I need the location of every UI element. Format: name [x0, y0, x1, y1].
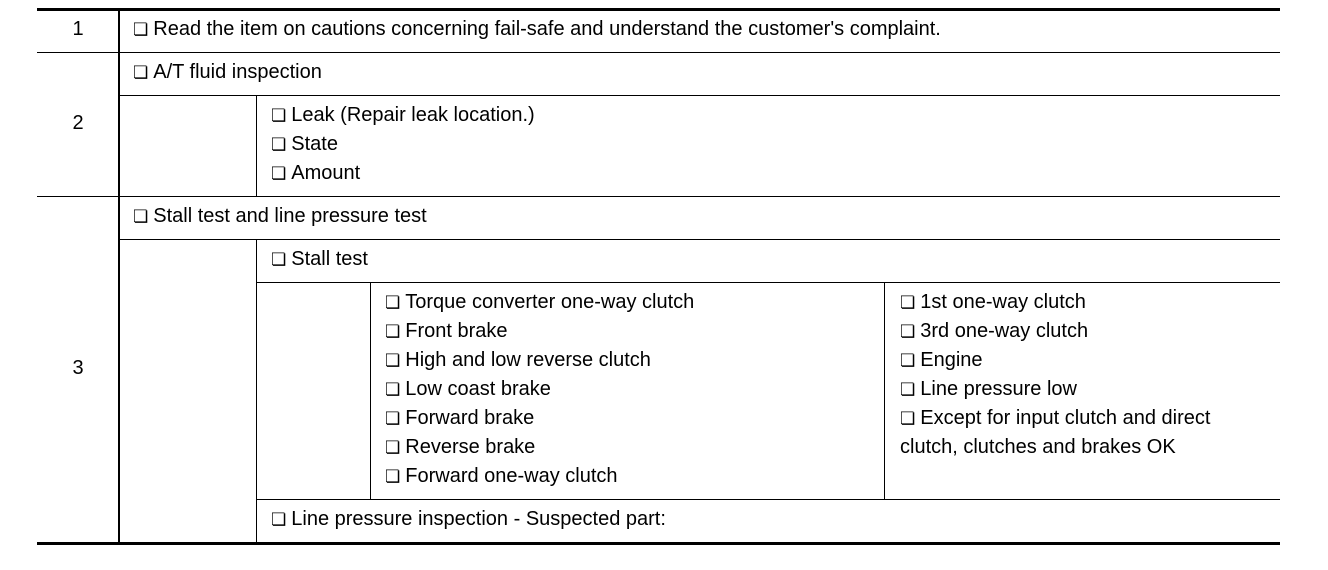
checklist-item[interactable]: ❏Low coast brake — [385, 375, 694, 404]
table-top-border — [37, 8, 1280, 11]
checkbox-icon: ❏ — [385, 409, 401, 429]
checklist-item[interactable]: ❏Line pressure low — [900, 375, 1210, 404]
checklist-item-label: Engine — [920, 349, 983, 371]
checkbox-icon: ❏ — [385, 293, 401, 313]
checkbox-icon: ❏ — [133, 207, 149, 227]
checkbox-icon: ❏ — [271, 250, 287, 270]
checkbox-icon: ❏ — [133, 20, 149, 40]
checklist-item[interactable]: ❏Engine — [900, 346, 1210, 375]
checklist-item-label: Front brake — [405, 320, 508, 342]
checklist-item[interactable]: ❏Torque converter one-way clutch — [385, 288, 694, 317]
checklist-item[interactable]: ❏Except for input clutch and direct — [900, 404, 1210, 433]
checklist-item[interactable]: ❏A/T fluid inspection — [133, 58, 322, 88]
checkbox-icon: ❏ — [900, 351, 916, 371]
step-number: 3 — [72, 357, 84, 379]
row-divider — [37, 52, 1280, 53]
checklist-item-label: Low coast brake — [405, 378, 551, 400]
checklist-item[interactable]: ❏3rd one-way clutch — [900, 317, 1210, 346]
checkbox-icon: ❏ — [271, 164, 287, 184]
checklist-item[interactable]: ❏Front brake — [385, 317, 694, 346]
checklist-item-label: Forward one-way clutch — [405, 465, 618, 487]
checklist-item-continuation: clutch, clutches and brakes OK — [900, 436, 1176, 458]
checkbox-icon: ❏ — [271, 135, 287, 155]
checklist-item-label: Line pressure low — [920, 378, 1077, 400]
checklist-item-label: Stall test — [291, 248, 368, 270]
checklist-item[interactable]: ❏Stall test and line pressure test — [133, 202, 427, 232]
checklist-item[interactable]: ❏Stall test — [271, 245, 368, 275]
checklist-item-label: Torque converter one-way clutch — [405, 291, 695, 313]
checklist-item[interactable]: ❏Forward brake — [385, 404, 694, 433]
checklist-item[interactable]: ❏High and low reverse clutch — [385, 346, 694, 375]
checklist-item-label: Forward brake — [405, 407, 535, 429]
checklist-item-label: 3rd one-way clutch — [920, 320, 1089, 342]
column-divider — [884, 283, 885, 499]
checkbox-icon: ❏ — [385, 322, 401, 342]
step-number: 1 — [72, 18, 84, 40]
checkbox-icon: ❏ — [133, 63, 149, 83]
checklist-item-label: 1st one-way clutch — [920, 291, 1086, 313]
checklist-item[interactable]: ❏Leak (Repair leak location.) — [271, 101, 535, 130]
row-divider — [257, 282, 1280, 283]
checkbox-icon: ❏ — [385, 351, 401, 371]
checklist-item[interactable]: ❏Reverse brake — [385, 433, 694, 462]
checklist-item-label: Stall test and line pressure test — [153, 205, 427, 227]
checklist-item[interactable]: ❏State — [271, 130, 535, 159]
row-divider — [257, 499, 1280, 500]
checkbox-icon: ❏ — [385, 438, 401, 458]
checkbox-icon: ❏ — [900, 293, 916, 313]
checklist-item-label: Line pressure inspection - Suspected par… — [291, 508, 666, 530]
row-divider — [119, 239, 1280, 240]
checklist-item[interactable]: ❏Amount — [271, 159, 535, 188]
checklist-item-label: Leak (Repair leak location.) — [291, 104, 535, 126]
checklist-item-label: A/T fluid inspection — [153, 61, 322, 83]
checkbox-icon: ❏ — [385, 467, 401, 487]
checklist-sublist: ❏Leak (Repair leak location.) ❏State ❏Am… — [271, 101, 535, 188]
checklist-item[interactable]: ❏Read the item on cautions concerning fa… — [133, 15, 941, 45]
checklist-item-label: Read the item on cautions concerning fai… — [153, 18, 941, 40]
stall-test-right-list: ❏1st one-way clutch ❏3rd one-way clutch … — [900, 288, 1210, 462]
row-divider — [119, 95, 1280, 96]
column-divider — [256, 96, 257, 196]
stall-test-left-list: ❏Torque converter one-way clutch ❏Front … — [385, 288, 694, 491]
checkbox-icon: ❏ — [900, 409, 916, 429]
column-divider — [118, 10, 120, 543]
checklist-item-label: State — [291, 133, 338, 155]
column-divider — [256, 240, 257, 543]
checklist-item-label: Except for input clutch and direct — [920, 407, 1211, 429]
checklist-item[interactable]: ❏1st one-way clutch — [900, 288, 1210, 317]
checklist-item-label: Amount — [291, 162, 361, 184]
row-divider — [37, 196, 1280, 197]
checklist-item-label: Reverse brake — [405, 436, 536, 458]
checkbox-icon: ❏ — [385, 380, 401, 400]
checklist-item-label: High and low reverse clutch — [405, 349, 651, 371]
checkbox-icon: ❏ — [900, 322, 916, 342]
checkbox-icon: ❏ — [900, 380, 916, 400]
checkbox-icon: ❏ — [271, 510, 287, 530]
step-number: 2 — [72, 112, 84, 134]
column-divider — [370, 283, 371, 499]
table-bottom-border — [37, 542, 1280, 545]
checklist-item[interactable]: ❏Forward one-way clutch — [385, 462, 694, 491]
checkbox-icon: ❏ — [271, 106, 287, 126]
checklist-item[interactable]: ❏Line pressure inspection - Suspected pa… — [271, 505, 666, 535]
